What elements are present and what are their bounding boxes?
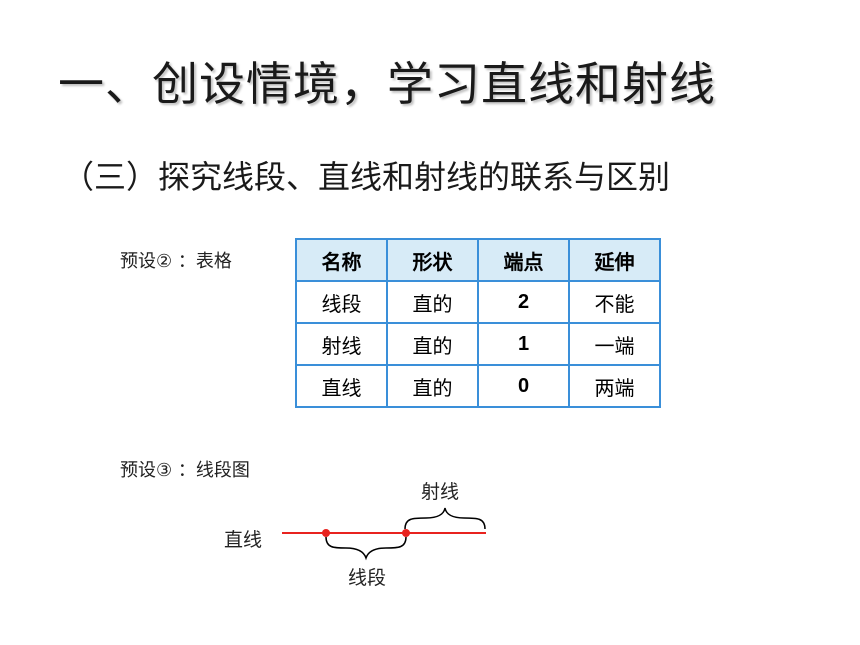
table-cell: 1 bbox=[477, 322, 570, 366]
table-cell: 0 bbox=[477, 364, 570, 408]
preset-diagram-label: 预设③ ：线段图 bbox=[120, 460, 250, 481]
preset-table-label: 预设② ：表格 bbox=[120, 251, 232, 272]
table-header-cell: 延伸 bbox=[568, 238, 661, 282]
table-cell: 直的 bbox=[386, 322, 479, 366]
table-header-cell: 端点 bbox=[477, 238, 570, 282]
endpoint-a bbox=[322, 529, 330, 537]
table-cell: 两端 bbox=[568, 364, 661, 408]
segment-label: 线段 bbox=[348, 567, 386, 589]
table-header-cell: 形状 bbox=[386, 238, 479, 282]
table-cell: 不能 bbox=[568, 280, 661, 324]
line-label: 直线 bbox=[224, 529, 262, 551]
table-cell: 直线 bbox=[295, 364, 388, 408]
slide-subtitle: （三）探究线段、直线和射线的联系与区别 bbox=[62, 158, 671, 196]
table-cell: 直的 bbox=[386, 364, 479, 408]
table-row: 线段 直的 2 不能 bbox=[295, 280, 661, 324]
table-cell: 射线 bbox=[295, 322, 388, 366]
table-row: 直线 直的 0 两端 bbox=[295, 364, 661, 408]
comparison-table: 名称 形状 端点 延伸 线段 直的 2 不能 射线 直的 1 一端 直线 直的 … bbox=[295, 238, 661, 408]
table-cell: 线段 bbox=[295, 280, 388, 324]
segment-brace bbox=[325, 536, 407, 561]
table-cell: 2 bbox=[477, 280, 570, 324]
table-row: 射线 直的 1 一端 bbox=[295, 322, 661, 366]
ray-label: 射线 bbox=[421, 481, 459, 503]
table-header-cell: 名称 bbox=[295, 238, 388, 282]
table-cell: 直的 bbox=[386, 280, 479, 324]
table-header-row: 名称 形状 端点 延伸 bbox=[295, 238, 661, 282]
table-cell: 一端 bbox=[568, 322, 661, 366]
slide-title: 一、创设情境，学习直线和射线 bbox=[58, 57, 716, 111]
endpoint-b bbox=[402, 529, 410, 537]
ray-brace bbox=[404, 507, 486, 530]
